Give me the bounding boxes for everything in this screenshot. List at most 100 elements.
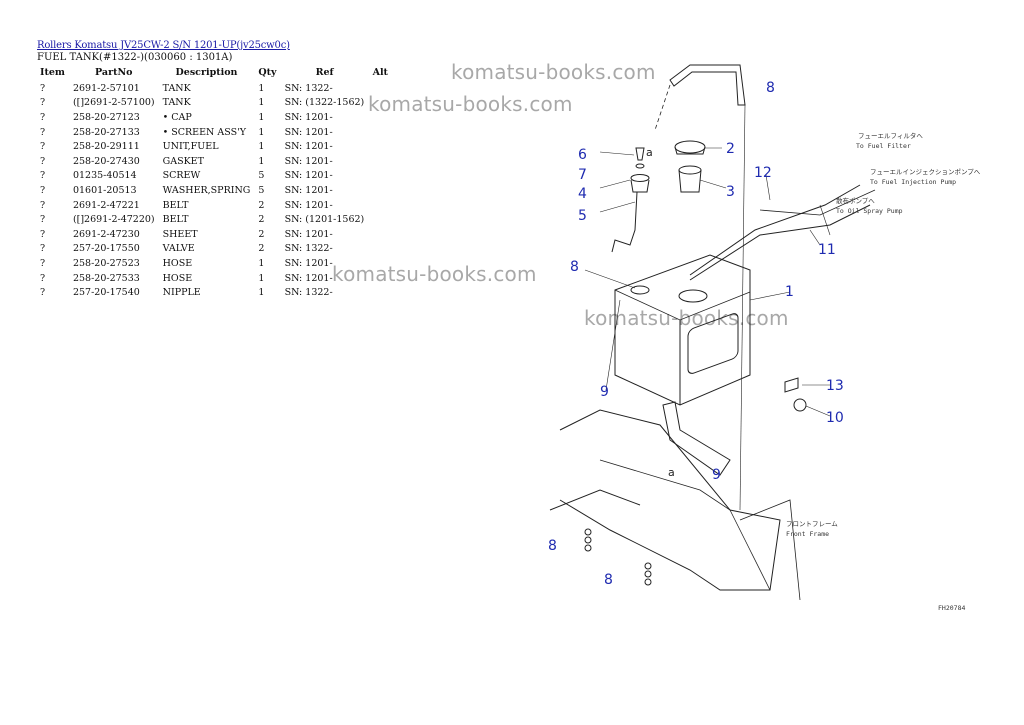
callout-label: 6 [578,147,587,163]
table-header-row: Item PartNo Description Qty Ref Alt [36,66,397,81]
cell-item: ? [40,141,46,153]
note-text: フロントフレーム [786,520,838,528]
cell-qty: 1 [258,82,265,94]
cell-alt [369,242,397,257]
column-header-item: Item [40,67,65,78]
cell-description: SCREW [162,170,201,182]
breadcrumb-link[interactable]: Rollers Komatsu JV25CW-2 S/N 1201-UP(jv2… [37,40,290,51]
cell-alt [369,212,397,227]
watermark-text: komatsu-books.com [584,306,789,330]
callout-label: 4 [578,186,587,202]
cell-qty: 1 [258,155,265,167]
callout-label: 2 [726,141,735,157]
cell-qty: 5 [258,170,265,182]
cell-item: ? [40,170,46,182]
note-text: Front Frame [786,530,829,538]
callout-label: a [668,466,675,479]
column-header-qty: Qty [258,67,277,78]
cell-qty: 1 [258,141,265,153]
cell-description: TANK [162,97,191,109]
cell-qty: 5 [258,184,265,196]
callout-label: 9 [600,384,609,400]
cell-ref: SN: 1201- [284,272,333,284]
callout-label: a [646,146,653,159]
callout-label: 13 [826,378,844,394]
cell-qty: 1 [258,126,265,138]
leader-line [739,104,746,511]
page-subtitle: FUEL TANK(#1322-)(030060 : 1301A) [37,52,233,63]
cell-partno: 01235-40514 [72,170,137,182]
callout-label: 8 [570,259,579,275]
cell-ref: SN: 1201- [284,111,333,123]
cell-partno: 258-20-27523 [72,257,140,269]
cell-ref: SN: 1201- [284,184,333,196]
note-text: To Fuel Filter [856,142,911,150]
note-text: To Fuel Injection Pump [870,178,956,186]
cell-ref: SN: 1322- [284,287,333,299]
cell-item: ? [40,228,46,240]
cell-partno: 257-20-17550 [72,243,140,255]
cell-qty: 1 [258,287,265,299]
cell-description: BELT [162,199,189,211]
callout-label: 8 [548,538,557,554]
callout-label: 8 [604,572,613,588]
belt-strap-top [669,64,746,106]
cell-qty: 1 [258,257,265,269]
cell-qty: 1 [258,111,265,123]
cell-item: ? [40,257,46,269]
column-header-partno: PartNo [95,67,133,78]
cell-partno: ([]2691-2-47220) [72,214,155,226]
callout-label: 8 [766,80,775,96]
cell-item: ? [40,82,46,94]
cell-ref: SN: 1201- [284,257,333,269]
cell-partno: ([]2691-2-57100) [72,97,155,109]
cell-partno: 258-20-27123 [72,111,140,123]
cell-partno: 258-20-27133 [72,126,140,138]
cell-description: WASHER,SPRING [162,184,251,196]
column-header-description: Description [175,67,238,78]
cell-partno: 257-20-17540 [72,287,140,299]
cell-description: BELT [162,214,189,226]
cell-ref: SN: 1322- [284,243,333,255]
cell-description: HOSE [162,257,193,269]
watermark-text: komatsu-books.com [368,92,573,116]
cell-description: GASKET [162,155,204,167]
callout-label: 7 [578,167,587,183]
cell-item: ? [40,214,46,226]
note-text: 散布ポンプへ [836,196,875,205]
cell-qty: 2 [258,199,265,211]
cell-qty: 2 [258,228,265,240]
cell-item: ? [40,272,46,284]
cell-partno: 2691-2-47221 [72,199,140,211]
watermark-text: komatsu-books.com [451,60,656,84]
callout-label: 1 [785,284,794,300]
cell-description: SHEET [162,228,198,240]
column-header-ref: Ref [315,67,334,78]
cell-alt [369,125,397,140]
cell-item: ? [40,126,46,138]
cell-partno: 01601-20513 [72,184,137,196]
cell-description: HOSE [162,272,193,284]
cell-ref: SN: (1201-1562) [284,214,365,226]
cell-qty: 2 [258,243,265,255]
column-header-alt: Alt [372,67,388,78]
cell-partno: 258-20-27430 [72,155,140,167]
fuel-tank-body [614,254,751,406]
cell-alt [369,139,397,154]
cell-item: ? [40,199,46,211]
fuel-tank-diagram: 8 2 6 a 7 3 4 5 12 11 8 1 13 10 9 9 a 8 … [548,64,981,612]
cell-description: NIPPLE [162,287,201,299]
cell-alt [369,285,397,300]
cell-partno: 2691-2-47230 [72,228,140,240]
note-text: フューエルインジェクションポンプへ [870,168,981,176]
callout-label: 5 [578,208,587,224]
figure-code: FH20784 [938,604,965,612]
